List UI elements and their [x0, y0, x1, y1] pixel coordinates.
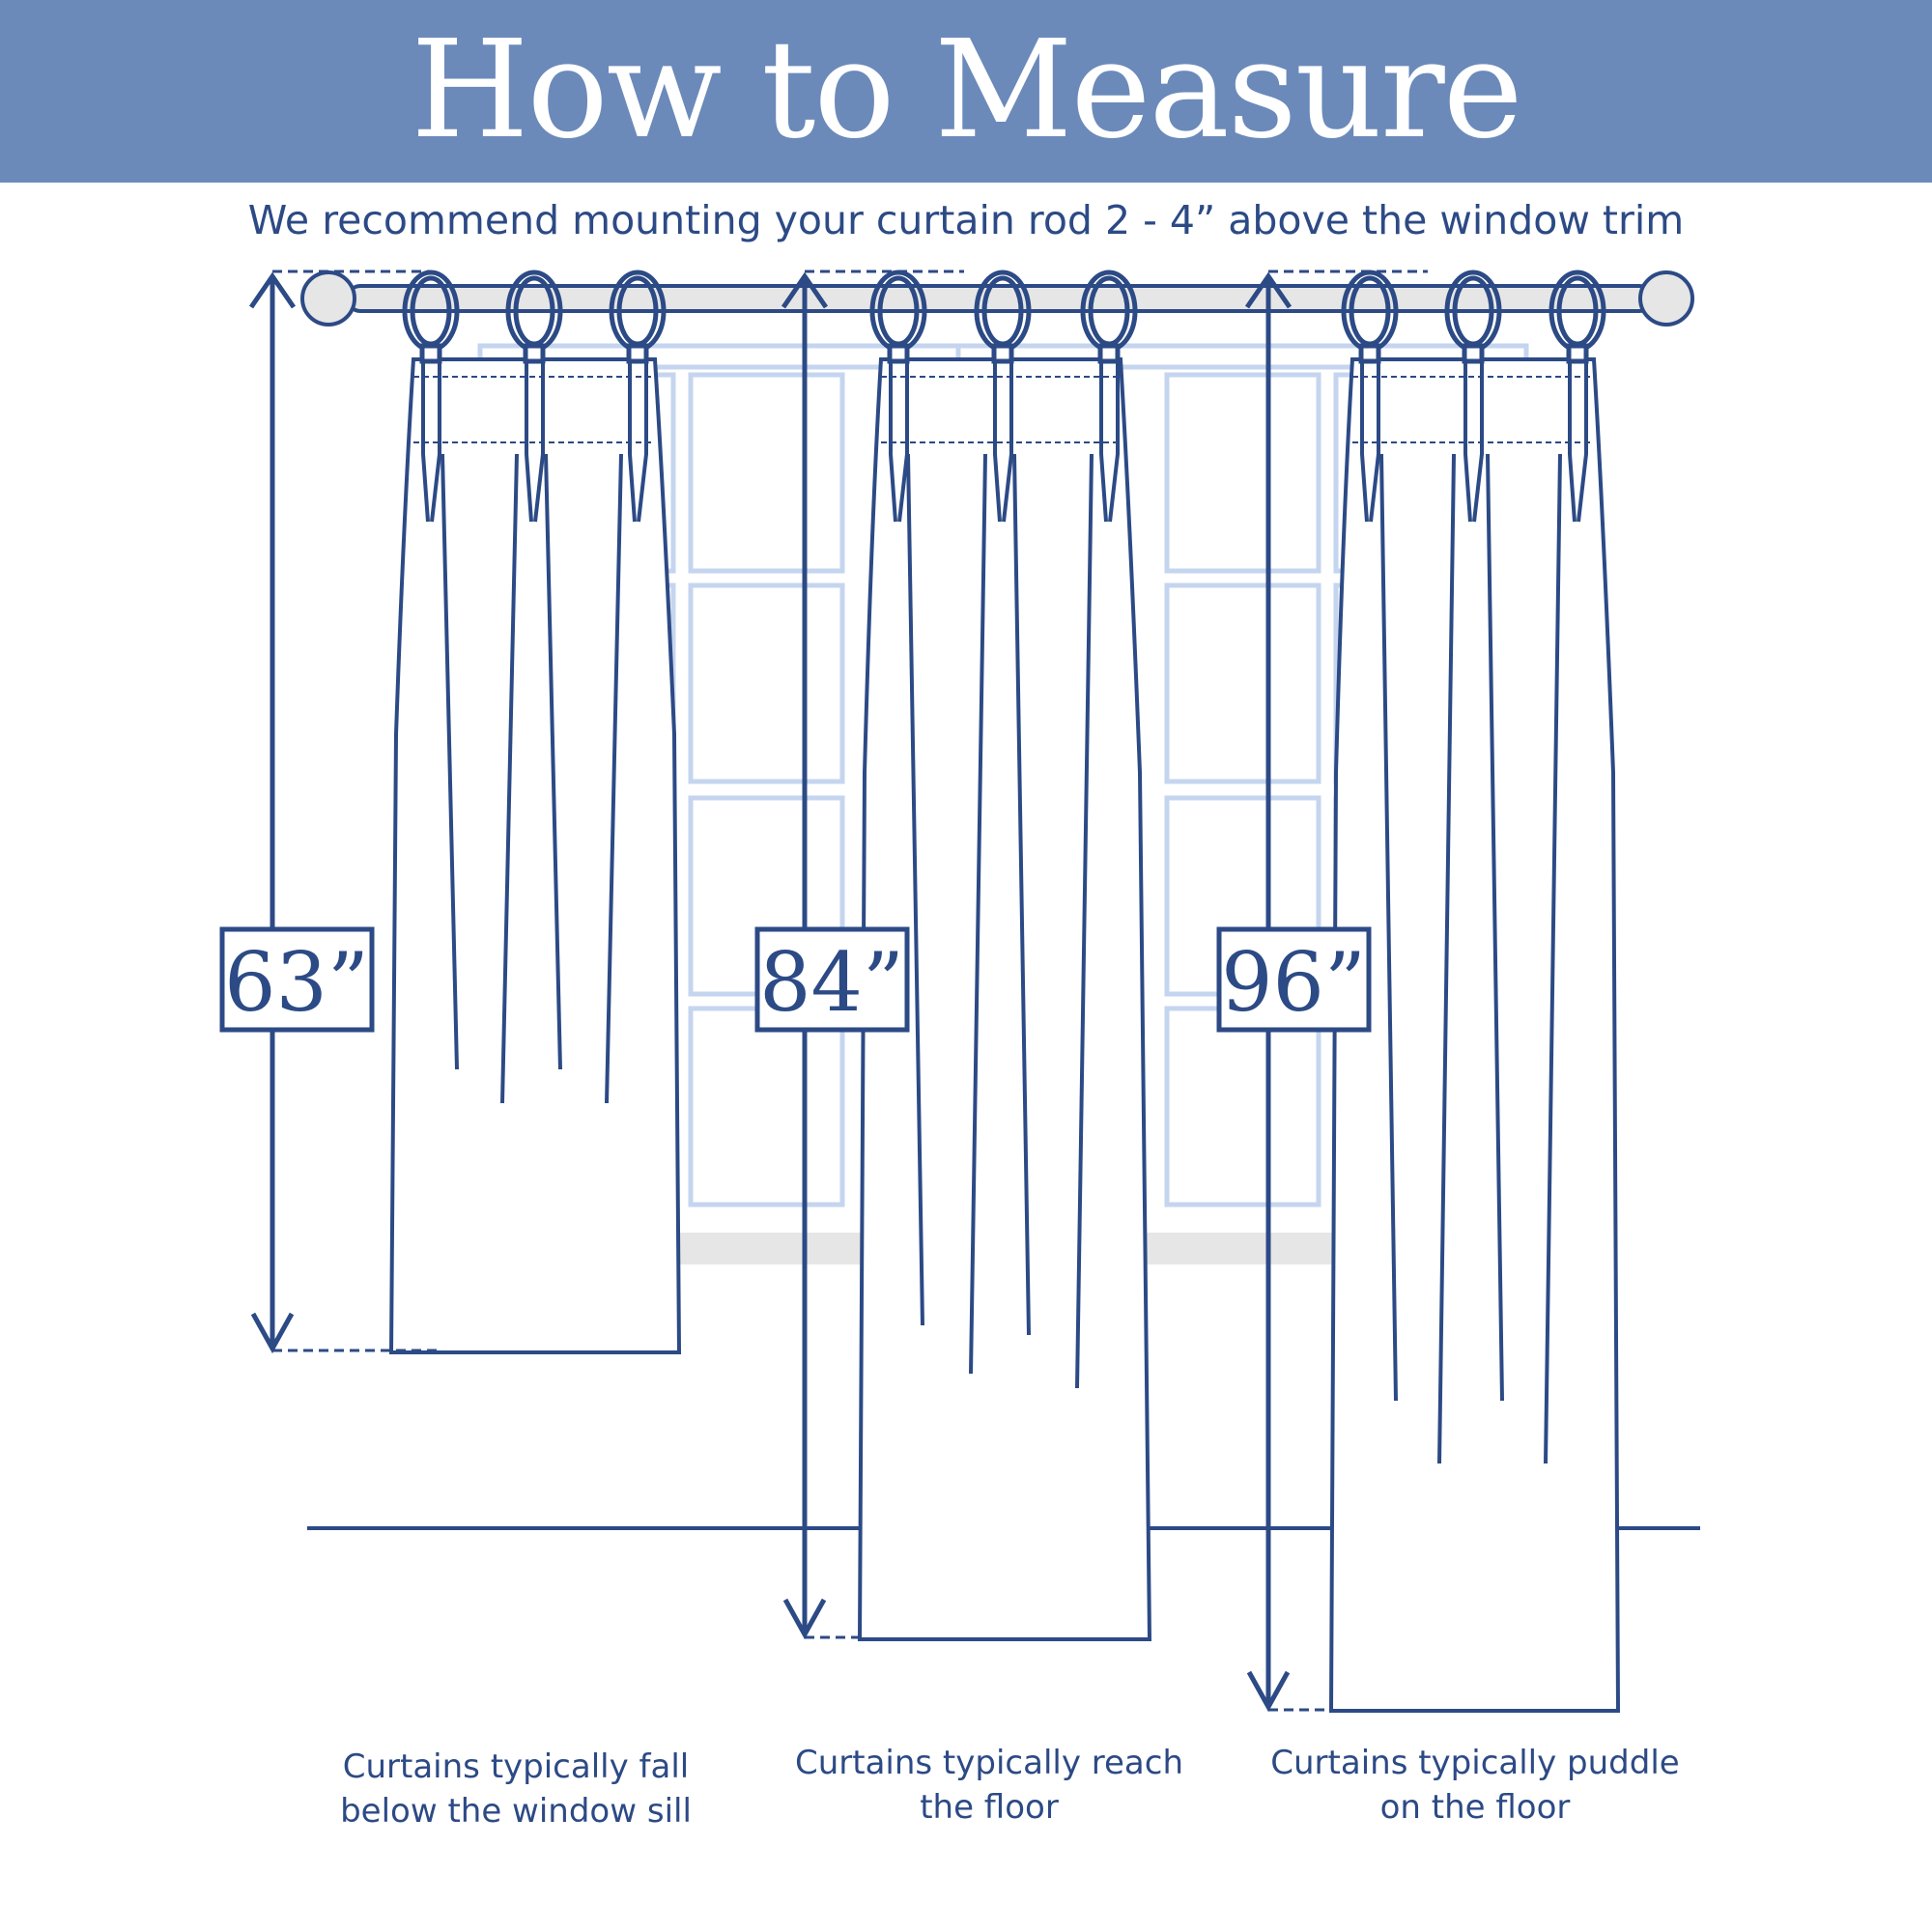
dimension-63: [248, 270, 437, 1354]
arrow-down-icon: [1246, 1670, 1291, 1713]
arrow-down-icon: [250, 1312, 295, 1354]
arrow-down-icon: [782, 1598, 827, 1640]
page-title: How to Measure: [411, 12, 1522, 169]
curtain-right-panel: [1328, 357, 1621, 1713]
curtain-pleat: [525, 359, 545, 523]
curtain-fold: [1012, 453, 1031, 1336]
label-box-96: 96”: [1216, 926, 1372, 1033]
curtain-pleat: [889, 359, 909, 523]
curtain-pleat: [1463, 359, 1484, 523]
caption-84: Curtains typically reach the floor: [757, 1741, 1221, 1830]
curtain-fold: [500, 453, 519, 1104]
ring: [505, 270, 563, 364]
curtain-pleat: [993, 359, 1013, 523]
label-box-63: 63”: [219, 926, 375, 1033]
curtain-right: [1328, 357, 1621, 1713]
ring: [609, 270, 667, 364]
curtain-fold: [1075, 453, 1094, 1389]
curtain-pleat: [1568, 359, 1588, 523]
curtain-rings: [402, 270, 1606, 364]
curtain-fold: [544, 453, 562, 1070]
caption-63: Curtains typically fall below the window…: [284, 1745, 748, 1833]
curtain-pleat: [628, 359, 648, 523]
ring: [1444, 270, 1502, 364]
measurement-label: 96”: [1221, 935, 1366, 1030]
curtain-left-panel: [388, 357, 682, 1354]
rod-finial-left: [300, 270, 356, 327]
curtain-middle: [857, 357, 1152, 1641]
measurement-label: 84”: [759, 935, 904, 1030]
caption-line: Curtains typically fall: [342, 1747, 690, 1786]
arrow-up-icon: [248, 271, 297, 309]
caption-line: below the window sill: [340, 1792, 692, 1831]
label-box-84: 84”: [754, 926, 910, 1033]
curtain-pleat: [421, 359, 441, 523]
curtain-rod: [300, 270, 1694, 327]
ring: [1080, 270, 1138, 364]
measurement-label: 63”: [224, 935, 369, 1030]
curtain-pleat: [1360, 359, 1380, 523]
curtain-fold: [1544, 453, 1562, 1464]
curtain-fold: [1486, 453, 1504, 1402]
subtitle: We recommend mounting your curtain rod 2…: [247, 197, 1685, 243]
arrow-up-icon: [1244, 271, 1293, 309]
ring: [402, 270, 460, 364]
curtain-fold: [605, 453, 623, 1104]
ring: [974, 270, 1032, 364]
curtain-left: [388, 357, 682, 1354]
curtain-pleat: [1099, 359, 1120, 523]
caption-line: Curtains typically puddle: [1270, 1744, 1680, 1782]
ring: [1548, 270, 1606, 364]
rod-finial-right: [1638, 270, 1694, 327]
curtain-fold: [1437, 453, 1456, 1464]
curtain-fold: [969, 453, 987, 1375]
arrow-up-icon: [781, 271, 829, 309]
ring: [1341, 270, 1399, 364]
ring: [869, 270, 927, 364]
caption-line: the floor: [920, 1788, 1059, 1827]
curtain-fold: [906, 453, 924, 1326]
curtain-fold: [1379, 453, 1398, 1402]
caption-line: Curtains typically reach: [794, 1744, 1183, 1782]
header-banner: How to Measure: [0, 0, 1932, 183]
curtain-fold: [440, 453, 459, 1070]
caption-96: Curtains typically puddle on the floor: [1243, 1741, 1707, 1830]
caption-line: on the floor: [1379, 1788, 1571, 1827]
